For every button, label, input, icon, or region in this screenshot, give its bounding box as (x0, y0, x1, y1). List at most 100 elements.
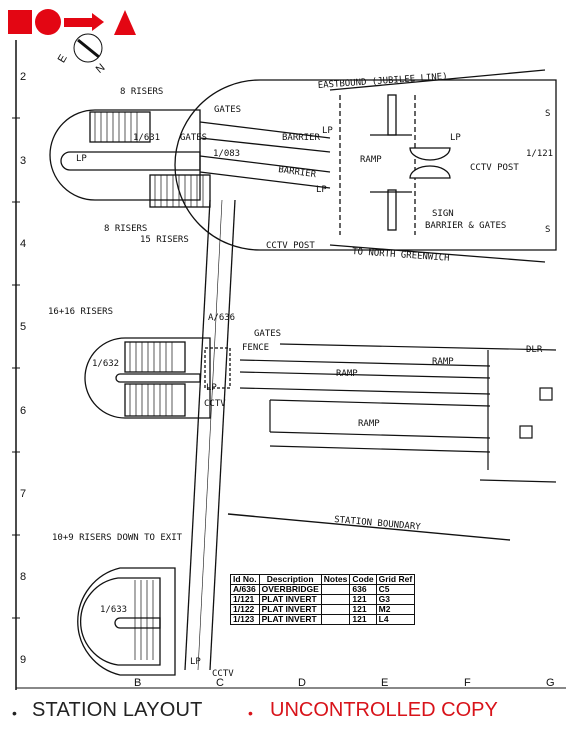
upper-stair-structure (49, 69, 557, 263)
label-ramp-b: RAMP (336, 369, 358, 379)
label-barrier-1: BARRIER (282, 133, 321, 143)
legend-cell: 121 (349, 614, 377, 625)
legend-cell: 1/121 (230, 594, 260, 605)
grid-row-6: 6 (20, 405, 26, 417)
legend-header: Notes (320, 574, 351, 585)
label-eastbound: EASTBOUND (JUBILEE LINE) (318, 72, 448, 91)
red-arrow-icon (64, 18, 94, 27)
bullet-icon: • (248, 705, 253, 721)
grid-col-F: F (464, 677, 471, 689)
label-lp-3: LP (316, 185, 327, 195)
red-circle-icon (35, 9, 61, 35)
label-631: 1/631 (133, 133, 160, 143)
legend-cell: 121 (349, 604, 377, 615)
stair-hatching-bottom (134, 580, 154, 660)
grid-col-C: C (216, 677, 224, 689)
label-lp-low: LP (206, 383, 217, 393)
table-row: 1/122 PLAT INVERT 121 M2 (230, 604, 416, 615)
label-cctv-post-1: CCTV POST (470, 163, 519, 173)
legend-header: Id No. (230, 574, 260, 585)
compass-north: N (94, 62, 108, 76)
label-gates-mid: GATES (180, 133, 207, 143)
footer: • STATION LAYOUT • UNCONTROLLED COPY (0, 695, 566, 733)
label-121: 1/121 (526, 149, 553, 159)
legend-cell: PLAT INVERT (258, 614, 322, 625)
label-cctv-post-2: CCTV POST (266, 241, 315, 251)
legend-cell (320, 594, 351, 605)
legend-cell: 1/122 (230, 604, 260, 615)
label-risers-mid-2: 15 RISERS (140, 235, 189, 245)
legend-table: Id No. Description Notes Code Grid Ref A… (230, 574, 416, 625)
legend-cell: 1/123 (230, 614, 260, 625)
compass-east: E (56, 53, 70, 65)
grid-row-3: 3 (20, 155, 26, 167)
label-risers-top: 8 RISERS (120, 87, 163, 97)
label-sign: SIGN (432, 209, 454, 219)
grid-row-4: 4 (20, 238, 26, 250)
label-station-boundary: STATION BOUNDARY (334, 515, 422, 533)
table-row: A/636 OVERBRIDGE 636 C5 (230, 584, 416, 595)
stair-hatching-top (94, 112, 204, 207)
label-a636: A/636 (208, 313, 235, 323)
label-risers-mid-1: 8 RISERS (104, 224, 147, 234)
legend-cell: C5 (375, 584, 416, 595)
grid-col-G: G (546, 677, 555, 689)
grid-col-B: B (134, 677, 141, 689)
legend-cell: PLAT INVERT (258, 604, 322, 615)
legend-cell (320, 604, 351, 615)
grid-row-9: 9 (20, 654, 26, 666)
bullet-icon: • (12, 705, 17, 721)
label-lp-1: LP (322, 126, 333, 136)
legend-cell: G3 (375, 594, 416, 605)
label-dlr: DLR (526, 345, 543, 355)
legend-header: Code (349, 574, 377, 585)
grid-row-2: 2 (20, 71, 26, 83)
label-barrier-2: BARRIER (278, 165, 318, 180)
label-fence: FENCE (242, 343, 269, 353)
label-632: 1/632 (92, 359, 119, 369)
legend-cell: 636 (349, 584, 377, 595)
grid-col-D: D (298, 677, 306, 689)
grid-row-labels: 2 3 4 5 6 7 8 9 (20, 71, 26, 666)
table-row: 1/123 PLAT INVERT 121 L4 (230, 614, 416, 625)
station-layout-drawing: 2 3 4 5 6 7 8 9 B C D E F G E N (12, 33, 566, 690)
red-triangle-icon (114, 10, 136, 35)
label-risers-exit: 10+9 RISERS DOWN TO EXIT (52, 533, 183, 543)
grid-row-5: 5 (20, 321, 26, 333)
label-gates-top: GATES (214, 105, 241, 115)
label-ramp-a: RAMP (432, 357, 454, 367)
grid-col-labels: B C D E F G (134, 677, 555, 689)
label-s-right-2: S (545, 225, 550, 235)
legend-header-row: Id No. Description Notes Code Grid Ref (230, 574, 416, 585)
label-cctv-bottom: CCTV (212, 669, 234, 679)
footer-title: STATION LAYOUT (32, 699, 203, 721)
middle-stair-structure (84, 337, 231, 419)
label-633: 1/633 (100, 605, 127, 615)
legend-cell: OVERBRIDGE (258, 584, 322, 595)
legend-header: Grid Ref (375, 574, 416, 585)
label-lp-4: LP (450, 133, 461, 143)
legend-cell: L4 (375, 614, 416, 625)
label-cctv-low: CCTV (204, 399, 226, 409)
label-lp-2: LP (76, 154, 87, 164)
brand-logo (8, 9, 136, 35)
legend-cell: M2 (375, 604, 416, 615)
label-ramp-c: RAMP (358, 419, 380, 429)
compass-icon: E N (56, 33, 108, 76)
legend-cell: PLAT INVERT (258, 594, 322, 605)
label-s-right-1: S (545, 109, 550, 119)
legend-cell: 121 (349, 594, 377, 605)
label-083: 1/083 (213, 149, 240, 159)
footer-stamp: UNCONTROLLED COPY (270, 699, 498, 721)
legend-header: Description (258, 574, 322, 585)
label-gates-low: GATES (254, 329, 281, 339)
grid-row-8: 8 (20, 571, 26, 583)
grid-col-E: E (381, 677, 388, 689)
stair-hatching-middle (129, 342, 173, 416)
label-barrier-gates: BARRIER & GATES (425, 221, 506, 231)
table-row: 1/121 PLAT INVERT 121 G3 (230, 594, 416, 605)
legend-cell: A/636 (230, 584, 260, 595)
red-square-icon (8, 10, 32, 34)
label-risers-16: 16+16 RISERS (48, 307, 113, 317)
label-lp-bottom: LP (190, 657, 201, 667)
